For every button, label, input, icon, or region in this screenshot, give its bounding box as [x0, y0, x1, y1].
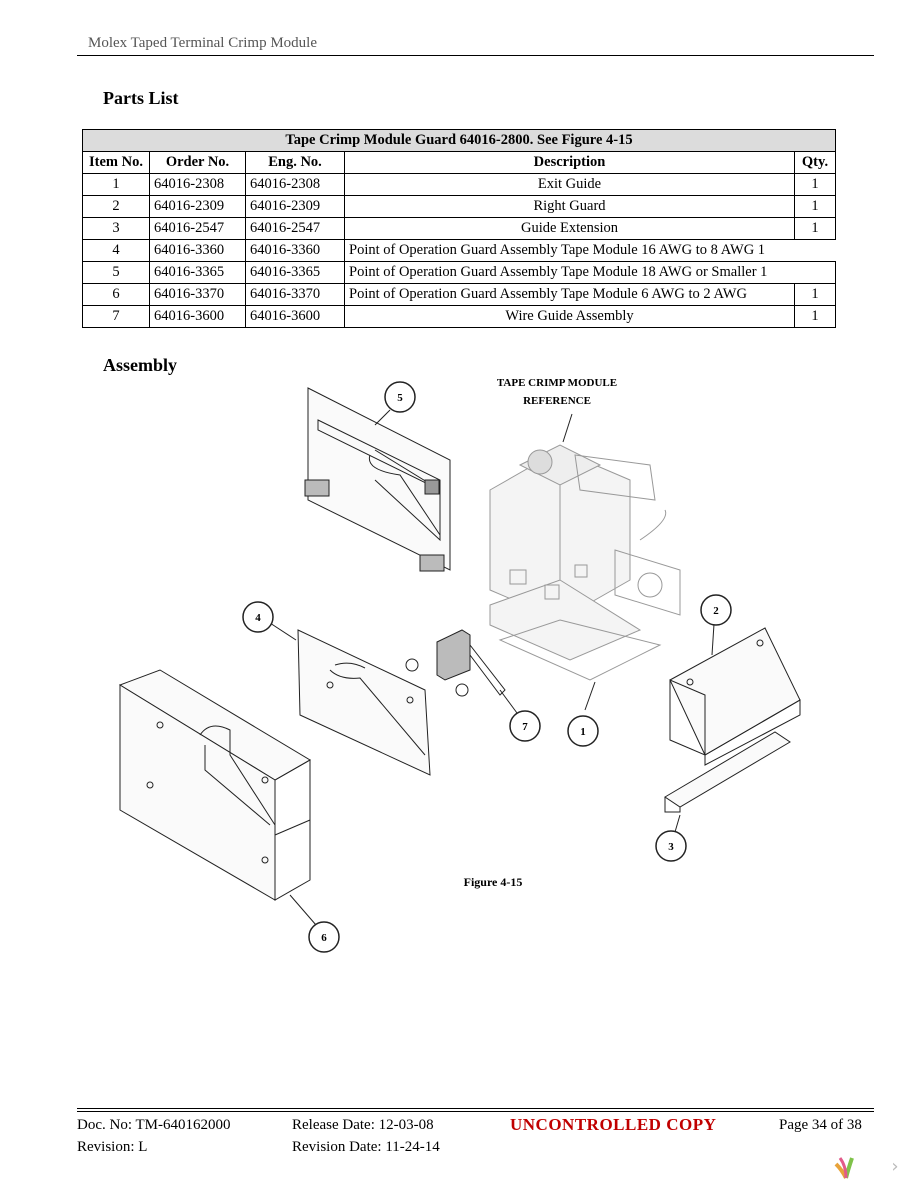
cell-eng: 64016-3370 [245, 283, 345, 306]
cell-desc: Point of Operation Guard Assembly Tape M… [344, 261, 836, 284]
table-caption: Tape Crimp Module Guard 64016-2800. See … [82, 129, 836, 152]
footer-doc-no: Doc. No: TM-640162000 [77, 1117, 231, 1133]
crimp-module-body [489, 444, 681, 681]
assembly-heading: Assembly [103, 355, 178, 375]
cell-item: 7 [82, 305, 150, 328]
footer-page: Page 34 of 38 [779, 1117, 862, 1133]
cell-desc: Point of Operation Guard Assembly Tape M… [344, 283, 795, 306]
callout-4 [242, 601, 274, 633]
part-5-guard [304, 387, 451, 572]
cell-order: 64016-2308 [149, 173, 246, 196]
reference-leader [562, 413, 573, 443]
callout-2-leader [711, 623, 715, 656]
cell-order: 64016-2547 [149, 217, 246, 240]
table-header-row: Item No. Order No. Eng. No. Description … [82, 151, 836, 174]
cell-item: 1 [82, 173, 150, 196]
reference-label-line1: TAPE CRIMP MODULE [497, 377, 617, 389]
viewer-logo-icon[interactable] [822, 1148, 870, 1188]
cell-desc: Wire Guide Assembly [344, 305, 795, 328]
cell-order: 64016-3600 [149, 305, 246, 328]
callout-2-label: 2 [713, 605, 719, 617]
cell-qty: 1 [794, 217, 836, 240]
table-row: 6 64016-3370 64016-3370 Point of Operati… [82, 283, 836, 306]
figure-caption: Figure 4-15 [464, 875, 523, 889]
cell-qty: 1 [794, 283, 836, 306]
callout-5-label: 5 [397, 392, 403, 404]
callout-4-leader [269, 622, 297, 641]
part-3-guide-extension [664, 731, 791, 813]
part-7-wire-guide [405, 629, 506, 697]
footer-revision-date: Revision Date: 11-24-14 [292, 1139, 440, 1155]
cell-eng: 64016-2309 [245, 195, 345, 218]
header-rule [77, 55, 874, 56]
callout-5 [384, 381, 416, 413]
callout-6-leader [289, 894, 317, 926]
cell-qty: 1 [794, 173, 836, 196]
callout-2 [700, 594, 732, 626]
callout-1-label: 1 [580, 726, 586, 738]
cell-item: 6 [82, 283, 150, 306]
cell-desc: Exit Guide [344, 173, 795, 196]
reference-label-line2: REFERENCE [523, 395, 591, 407]
part-4-guard [297, 629, 431, 776]
cell-item: 5 [82, 261, 150, 284]
footer-revision: Revision: L [77, 1139, 148, 1155]
cell-qty: 1 [794, 305, 836, 328]
table-row: 3 64016-2547 64016-2547 Guide Extension … [82, 217, 836, 240]
callout-3 [655, 830, 687, 862]
callout-5-leader [374, 409, 391, 426]
cell-eng: 64016-3365 [245, 261, 345, 284]
parts-table: Tape Crimp Module Guard 64016-2800. See … [82, 129, 836, 328]
parts-list-heading: Parts List [103, 88, 179, 108]
cell-order: 64016-2309 [149, 195, 246, 218]
callout-3-label: 3 [668, 841, 674, 853]
cell-eng: 64016-2308 [245, 173, 345, 196]
cell-eng: 64016-3600 [245, 305, 345, 328]
cell-desc: Guide Extension [344, 217, 795, 240]
col-desc-header: Description [344, 151, 795, 174]
cell-desc: Point of Operation Guard Assembly Tape M… [344, 239, 836, 262]
footer-rule-bottom [77, 1111, 874, 1112]
cell-order: 64016-3365 [149, 261, 246, 284]
footer-release-date: Release Date: 12-03-08 [292, 1117, 434, 1133]
table-row: 5 64016-3365 64016-3365 Point of Operati… [82, 261, 836, 284]
cell-order: 64016-3360 [149, 239, 246, 262]
uncontrolled-copy-stamp: UNCONTROLLED COPY [510, 1115, 717, 1134]
table-caption-row: Tape Crimp Module Guard 64016-2800. See … [82, 129, 836, 152]
callout-6-label: 6 [321, 932, 327, 944]
col-order-header: Order No. [149, 151, 246, 174]
cell-item: 2 [82, 195, 150, 218]
col-item-header: Item No. [82, 151, 150, 174]
callout-7-leader [499, 689, 518, 714]
assembly-drawing: TAPE CRIMP MODULE REFERENCE 5 1 [118, 377, 801, 953]
cell-eng: 64016-3360 [245, 239, 345, 262]
cell-item: 3 [82, 217, 150, 240]
callout-6 [308, 921, 340, 953]
callout-1 [567, 715, 599, 747]
chevron-right-icon[interactable]: › [891, 1156, 899, 1177]
table-row: 2 64016-2309 64016-2309 Right Guard 1 [82, 195, 836, 218]
table-row: 4 64016-3360 64016-3360 Point of Operati… [82, 239, 836, 262]
callout-7-label: 7 [522, 721, 528, 733]
callout-4-label: 4 [255, 612, 261, 624]
cell-desc: Right Guard [344, 195, 795, 218]
cell-qty: 1 [794, 195, 836, 218]
table-row: 7 64016-3600 64016-3600 Wire Guide Assem… [82, 305, 836, 328]
part-2-right-guard [669, 627, 801, 766]
footer-rule-top [77, 1108, 874, 1109]
page-header-title: Molex Taped Terminal Crimp Module [88, 35, 317, 51]
col-qty-header: Qty. [794, 151, 836, 174]
table-row: 1 64016-2308 64016-2308 Exit Guide 1 [82, 173, 836, 196]
part-6-large-guard [118, 669, 311, 901]
col-eng-header: Eng. No. [245, 151, 345, 174]
callout-1-leader [584, 681, 596, 711]
callout-3-leader [674, 814, 681, 833]
cell-order: 64016-3370 [149, 283, 246, 306]
callout-7 [509, 710, 541, 742]
cell-item: 4 [82, 239, 150, 262]
cell-eng: 64016-2547 [245, 217, 345, 240]
